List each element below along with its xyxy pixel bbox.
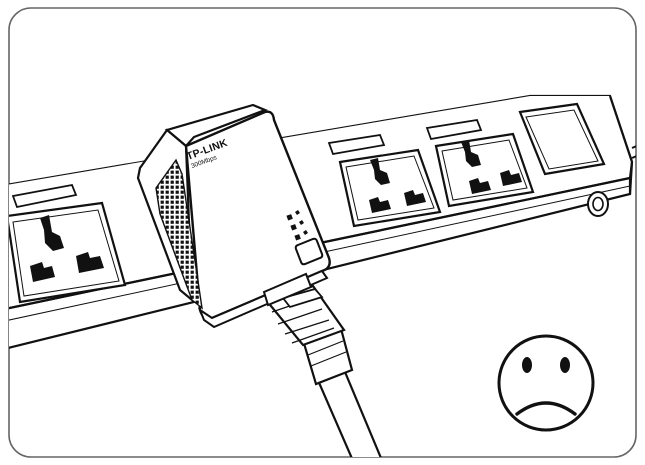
ethernet-port-icon xyxy=(262,272,313,307)
adapter-vent-grill xyxy=(155,158,203,310)
socket-label-window-2 xyxy=(327,133,386,156)
powerline-led-icon xyxy=(290,220,304,231)
socket-label-window-3 xyxy=(425,118,483,141)
pair-button-icon[interactable] xyxy=(294,237,324,266)
socket-label-window-1 xyxy=(11,183,78,209)
power-led-icon xyxy=(286,210,300,221)
powerline-adapter: TP-LINK 300Mbps xyxy=(136,103,331,329)
ethernet-cable-icon xyxy=(264,284,388,457)
universal-socket-icon xyxy=(338,148,442,228)
universal-socket-icon xyxy=(434,132,535,208)
power-switch-icon xyxy=(518,102,606,176)
strip-knob-icon xyxy=(587,191,609,217)
ethernet-led-icon xyxy=(294,230,308,241)
sad-face-icon xyxy=(497,334,595,432)
universal-socket-icon xyxy=(9,201,127,304)
